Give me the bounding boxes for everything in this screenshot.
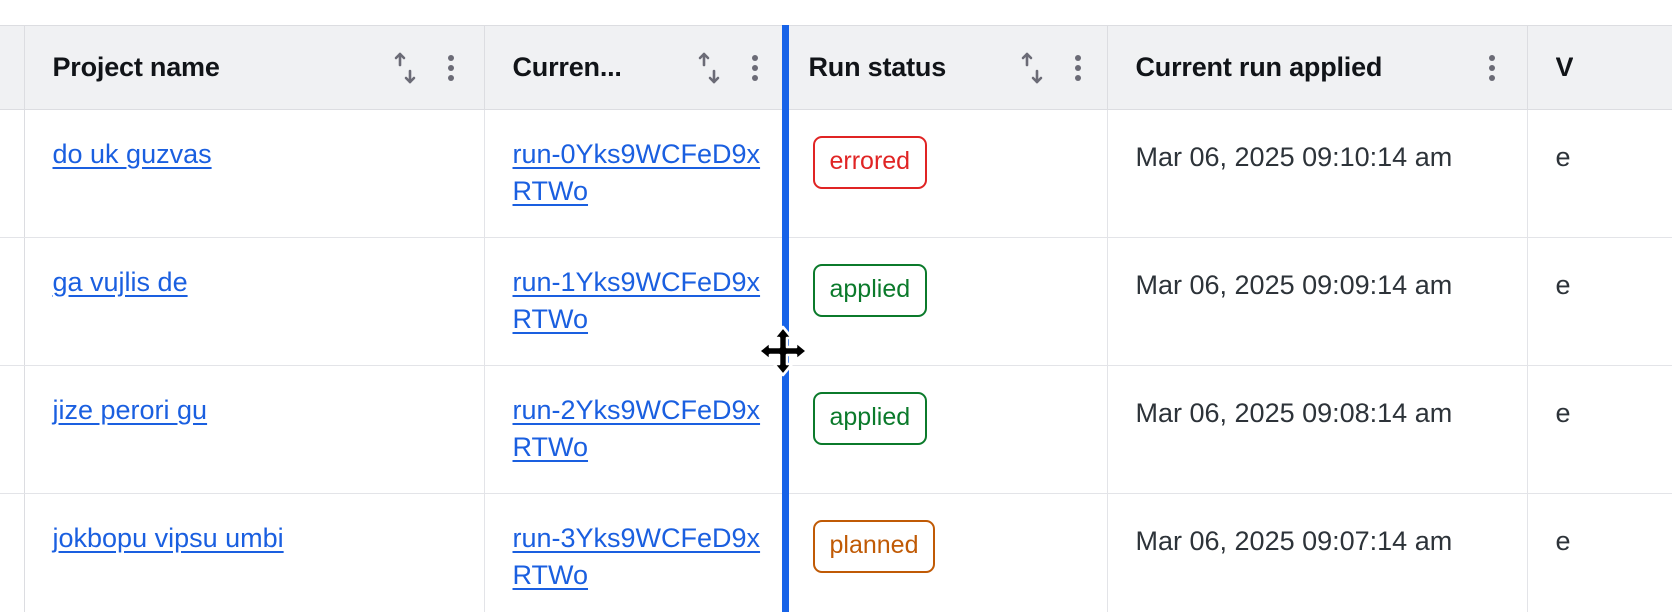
- project-name-link[interactable]: jize perori gu: [52, 395, 208, 425]
- column-header-clipped[interactable]: V: [1527, 25, 1672, 110]
- cell-current-run: run-1Yks9WCFeD9xRTWo: [484, 237, 783, 366]
- status-badge: applied: [812, 392, 928, 445]
- current-run-applied-value: Mar 06, 2025 09:09:14 am: [1135, 270, 1453, 300]
- sort-icon[interactable]: [388, 48, 422, 88]
- project-name-link[interactable]: do uk guzvas: [52, 139, 212, 169]
- column-header-current-run[interactable]: Curren...: [484, 25, 783, 110]
- table-row[interactable]: jize perori gu run-2Yks9WCFeD9xRTWo appl…: [0, 365, 1672, 494]
- row-select-gutter-header: [0, 25, 25, 110]
- table-body: do uk guzvas run-0Yks9WCFeD9xRTWo errore…: [0, 109, 1672, 612]
- column-header-label-clipped: V: [1555, 52, 1574, 82]
- status-badge: planned: [812, 520, 936, 573]
- header-row: Project name: [0, 25, 1672, 110]
- clipped-value: e: [1555, 142, 1571, 172]
- kebab-menu-icon[interactable]: [1479, 48, 1505, 88]
- cell-current-run: run-2Yks9WCFeD9xRTWo: [484, 365, 783, 494]
- data-table-wrapper: Project name: [0, 25, 1672, 612]
- projects-table: Project name: [0, 25, 1672, 612]
- row-select-gutter[interactable]: [0, 109, 25, 238]
- clipped-value: e: [1555, 526, 1571, 556]
- cell-clipped: e: [1527, 493, 1672, 612]
- row-select-gutter[interactable]: [0, 365, 25, 494]
- cell-run-status: applied: [782, 237, 1108, 366]
- project-name-link[interactable]: jokbopu vipsu umbi: [52, 523, 284, 553]
- cell-clipped: e: [1527, 365, 1672, 494]
- cell-project-name: jize perori gu: [24, 365, 485, 494]
- current-run-link[interactable]: run-0Yks9WCFeD9xRTWo: [512, 139, 761, 207]
- cell-run-status: applied: [782, 365, 1108, 494]
- cell-project-name: jokbopu vipsu umbi: [24, 493, 485, 612]
- cell-current-run-applied: Mar 06, 2025 09:10:14 am: [1107, 109, 1528, 238]
- cell-run-status: planned: [782, 493, 1108, 612]
- current-run-applied-value: Mar 06, 2025 09:10:14 am: [1135, 142, 1453, 172]
- column-header-run-status[interactable]: Run status: [782, 25, 1108, 110]
- kebab-menu-icon[interactable]: [742, 48, 768, 88]
- column-header-label-run-status: Run status: [808, 52, 947, 82]
- current-run-applied-value: Mar 06, 2025 09:08:14 am: [1135, 398, 1453, 428]
- cell-run-status: errored: [782, 109, 1108, 238]
- cell-current-run-applied: Mar 06, 2025 09:09:14 am: [1107, 237, 1528, 366]
- current-run-link[interactable]: run-1Yks9WCFeD9xRTWo: [512, 267, 761, 335]
- cell-current-run-applied: Mar 06, 2025 09:07:14 am: [1107, 493, 1528, 612]
- sort-icon[interactable]: [692, 48, 726, 88]
- table-row[interactable]: do uk guzvas run-0Yks9WCFeD9xRTWo errore…: [0, 109, 1672, 238]
- current-run-link[interactable]: run-3Yks9WCFeD9xRTWo: [512, 523, 761, 591]
- table-row[interactable]: ga vujlis de run-1Yks9WCFeD9xRTWo applie…: [0, 237, 1672, 366]
- column-header-project-name[interactable]: Project name: [24, 25, 485, 110]
- table-header: Project name: [0, 25, 1672, 110]
- cell-current-run-applied: Mar 06, 2025 09:08:14 am: [1107, 365, 1528, 494]
- row-select-gutter[interactable]: [0, 493, 25, 612]
- sort-icon[interactable]: [1015, 48, 1049, 88]
- project-name-link[interactable]: ga vujlis de: [52, 267, 188, 297]
- column-header-label-current-run-applied: Current run applied: [1135, 52, 1383, 82]
- cell-project-name: ga vujlis de: [24, 237, 485, 366]
- row-select-gutter[interactable]: [0, 237, 25, 366]
- column-header-current-run-applied[interactable]: Current run applied: [1107, 25, 1528, 110]
- kebab-menu-icon[interactable]: [1065, 48, 1091, 88]
- clipped-value: e: [1555, 270, 1571, 300]
- column-header-label-current-run: Curren...: [512, 52, 622, 82]
- cell-current-run: run-3Yks9WCFeD9xRTWo: [484, 493, 783, 612]
- table-row[interactable]: jokbopu vipsu umbi run-3Yks9WCFeD9xRTWo …: [0, 493, 1672, 612]
- status-badge: applied: [812, 264, 928, 317]
- current-run-link[interactable]: run-2Yks9WCFeD9xRTWo: [512, 395, 761, 463]
- current-run-applied-value: Mar 06, 2025 09:07:14 am: [1135, 526, 1453, 556]
- cell-current-run: run-0Yks9WCFeD9xRTWo: [484, 109, 783, 238]
- kebab-menu-icon[interactable]: [438, 48, 464, 88]
- cell-clipped: e: [1527, 237, 1672, 366]
- clipped-value: e: [1555, 398, 1571, 428]
- cell-clipped: e: [1527, 109, 1672, 238]
- cell-project-name: do uk guzvas: [24, 109, 485, 238]
- status-badge: errored: [812, 136, 928, 189]
- column-header-label-project-name: Project name: [52, 52, 220, 82]
